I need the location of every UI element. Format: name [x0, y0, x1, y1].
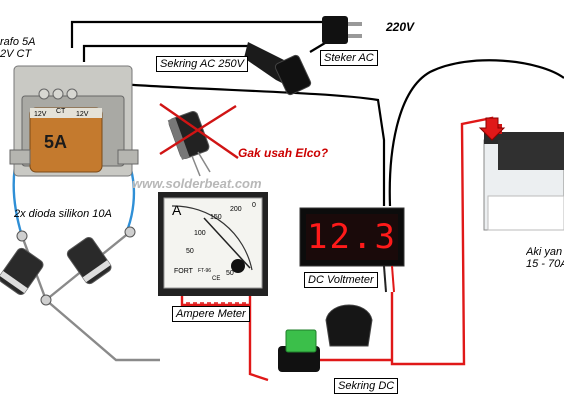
trafo-label-line1: rafo 5A	[0, 36, 36, 48]
battery-arrow	[478, 117, 506, 141]
red-wire-ammeter	[248, 296, 269, 382]
sekring-ac-label: Sekring AC 250V	[156, 56, 248, 72]
transformer	[9, 65, 139, 177]
diode-left	[0, 247, 44, 295]
wire-voltmeter-to-battery	[388, 59, 564, 207]
junction-top-left	[16, 230, 28, 242]
steker-ac-label: Steker AC	[320, 50, 378, 66]
trafo-rating: 5A	[44, 132, 68, 152]
red-wire-battery	[390, 116, 494, 366]
ampere-meter-label: Ampere Meter	[172, 306, 250, 322]
red-wire-ammeter-left	[180, 296, 250, 307]
diode-wire-bottom	[45, 299, 160, 362]
dioda-label: 2x dioda silikon 10A	[14, 208, 112, 220]
voltage-220-label: 220V	[386, 20, 415, 34]
ac-wire-top	[70, 20, 322, 48]
trafo-tap-center: CT	[56, 108, 66, 115]
dc-voltmeter-label: DC Voltmeter	[304, 272, 378, 288]
ac-fuse-holder	[244, 42, 312, 96]
ammeter-model: FT-96	[198, 268, 212, 274]
ammeter-scale-top: 0	[252, 202, 256, 209]
ampere-meter	[158, 192, 268, 296]
diode-right	[66, 237, 112, 285]
trafo-tap-right: 12V	[76, 111, 89, 118]
watermark: www.solderbeat.com	[132, 176, 262, 191]
ac-wire-to-voltmeter	[119, 82, 386, 206]
dc-voltmeter	[299, 207, 405, 293]
ammeter-class: CE	[212, 276, 221, 282]
no-capacitor-cross	[159, 103, 239, 159]
dc-fuse-holder	[278, 304, 373, 372]
trafo-tap-left: 12V	[34, 111, 47, 118]
aki-label-line1: Aki yan	[526, 246, 563, 258]
junction-bottom	[40, 294, 52, 306]
ammeter-scale-3: 150	[210, 214, 222, 221]
ammeter-scale-bottom: 50	[226, 270, 234, 277]
aki-label-line2: 15 - 70A	[526, 258, 564, 270]
ac-plug	[322, 16, 362, 44]
ac-wiring	[70, 20, 564, 207]
ammeter-scale-2: 100	[194, 230, 206, 237]
ac-wire-fuse	[82, 44, 252, 62]
no-elco-label: Gak usah Elco?	[238, 146, 329, 160]
battery	[483, 124, 564, 231]
ammeter-scale-1: 50	[186, 248, 194, 255]
sekring-dc-label: Sekring DC	[334, 378, 399, 394]
ammeter-unit: A	[172, 202, 182, 218]
aki-label: Aki yan 15 - 70A	[526, 246, 564, 270]
ammeter-brand: FORT	[174, 268, 193, 275]
voltmeter-reading: 12.3	[307, 217, 397, 257]
trafo-label: rafo 5A 2V CT	[0, 36, 48, 60]
junction-top-right	[124, 226, 136, 238]
capacitor	[167, 111, 211, 177]
ammeter-scale-4: 200	[230, 206, 242, 213]
trafo-label-line2: 2V CT	[0, 48, 32, 60]
